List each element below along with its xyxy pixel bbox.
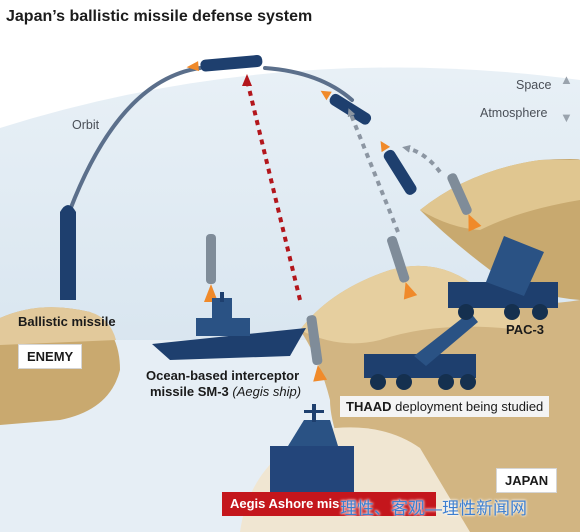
atmosphere-label: Atmosphere (480, 106, 548, 120)
watermark-text: 理性、客观—理性新闻网 (340, 499, 527, 518)
sm3-label-italic: (Aegis ship) (232, 384, 302, 399)
pac3-interceptor (447, 173, 482, 232)
thaad-label-bold: THAAD (346, 399, 392, 414)
aegis-ashore-facility (270, 404, 354, 492)
orbit-label: Orbit (72, 118, 100, 132)
up-arrow-icon: ▲ (560, 72, 573, 87)
enemy-badge: ENEMY (18, 344, 83, 369)
aegis-ashore-trail (245, 79, 302, 301)
aegis-ship (152, 292, 306, 360)
down-arrow-icon: ▼ (560, 110, 573, 125)
ballistic-missile (60, 205, 76, 300)
sm3-label-line2: missile SM-3 (Aegis ship) (150, 384, 301, 399)
sm3-interceptor (204, 234, 218, 302)
page-title: Japan’s ballistic missile defense system (6, 8, 313, 25)
thaad-label: THAAD deployment being studied (340, 396, 550, 417)
space-label: Space (516, 78, 552, 92)
sm3-label-line1: Ocean-based interceptor (146, 368, 300, 383)
missile-in-space (186, 55, 263, 72)
japan-badge: JAPAN (496, 468, 558, 493)
aegis-ashore-interceptor (306, 315, 328, 382)
pac3-label: PAC-3 (506, 322, 545, 337)
thaad-intercept-path (347, 108, 400, 233)
orbit-path (68, 66, 202, 212)
thaad-interceptor (387, 235, 418, 300)
ballistic-missile-label: Ballistic missile (18, 314, 116, 329)
pac3-intercept-path (402, 144, 442, 174)
thaad-launcher (364, 312, 478, 390)
thaad-label-rest: deployment being studied (391, 399, 544, 414)
pac3-launcher (448, 236, 558, 320)
missile-descending-2 (380, 141, 417, 195)
descent-path (263, 66, 354, 102)
sm3-label-main: missile SM-3 (150, 384, 229, 399)
aegis-ashore-banner: Aegis Ashore mis (222, 492, 436, 516)
